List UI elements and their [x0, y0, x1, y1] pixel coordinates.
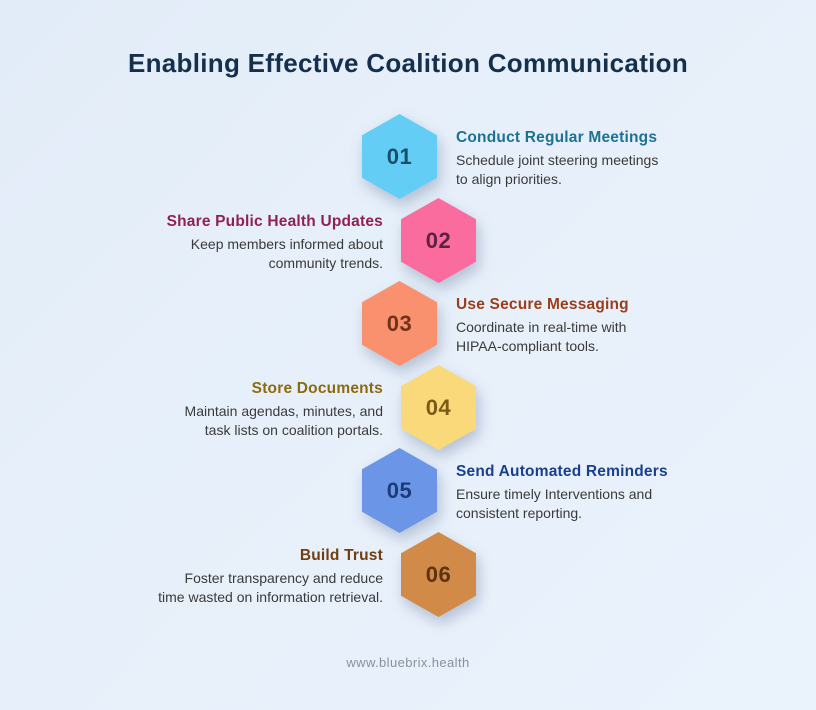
- step-number: 03: [386, 310, 413, 336]
- hexagon-shape: 01: [362, 114, 437, 199]
- step-body: Ensure timely Interventions and consiste…: [456, 486, 653, 521]
- step-heading: Store Documents: [251, 380, 383, 397]
- step-text-block: Send Automated Reminders Ensure timely I…: [456, 463, 668, 523]
- step-text-block: Store Documents Maintain agendas, minute…: [185, 380, 383, 440]
- hexagon-shape: 04: [401, 365, 476, 450]
- step-number: 05: [386, 477, 413, 503]
- step-body: Keep members informed about community tr…: [190, 236, 383, 271]
- hexagon-shape: 02: [401, 198, 476, 283]
- step-number: 04: [425, 394, 452, 420]
- step-heading: Conduct Regular Meetings: [456, 129, 658, 146]
- step-number: 02: [425, 227, 452, 253]
- page-title: Enabling Effective Coalition Communicati…: [127, 48, 689, 78]
- step-number: 06: [425, 561, 452, 587]
- hexagon-shape: 05: [362, 448, 437, 533]
- step-text-block: Share Public Health Updates Keep members…: [167, 213, 383, 273]
- step-body: Maintain agendas, minutes, and task list…: [184, 403, 383, 438]
- step-heading: Build Trust: [299, 547, 383, 564]
- step-number: 01: [386, 143, 413, 169]
- step-heading: Share Public Health Updates: [166, 213, 383, 230]
- hexagon-shape: 06: [401, 532, 476, 617]
- step-body: Schedule joint steering meetings to alig…: [456, 152, 659, 187]
- step-body: Coordinate in real-time with HIPAA-compl…: [456, 319, 627, 354]
- step-text-block: Use Secure Messaging Coordinate in real-…: [456, 296, 629, 356]
- step-body: Foster transparency and reduce time wast…: [158, 570, 383, 605]
- step-heading: Use Secure Messaging: [456, 296, 629, 313]
- footer-url: www.bluebrix.health: [346, 655, 470, 670]
- step-text-block: Conduct Regular Meetings Schedule joint …: [456, 129, 658, 189]
- hexagon-shape: 03: [362, 281, 437, 366]
- step-heading: Send Automated Reminders: [456, 463, 668, 480]
- step-text-block: Build Trust Foster transparency and redu…: [158, 547, 383, 607]
